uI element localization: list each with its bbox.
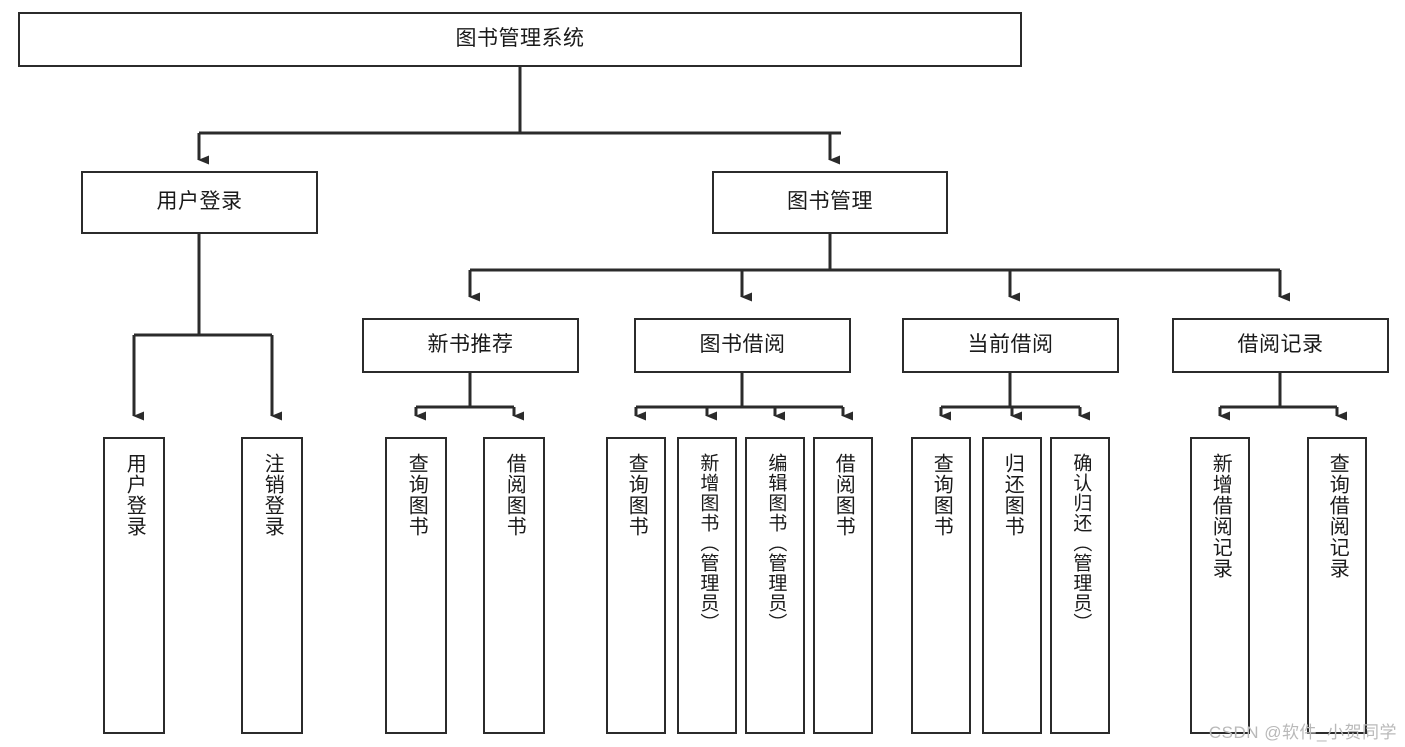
node-label: 借阅图书 xyxy=(832,453,855,537)
node-leaf-current-confirm-return[interactable]: 确认归还（管理员） xyxy=(1050,437,1110,734)
node-leaf-borrow-query-book[interactable]: 查询图书 xyxy=(606,437,666,734)
node-label: 查询图书 xyxy=(625,453,648,537)
node-leaf-current-query-book[interactable]: 查询图书 xyxy=(911,437,971,734)
node-label: 用户登录 xyxy=(156,190,243,214)
node-label: 查询图书 xyxy=(930,453,953,537)
node-label: 注销登录 xyxy=(261,453,284,537)
node-leaf-record-add[interactable]: 新增借阅记录 xyxy=(1190,437,1250,734)
watermark-text: CSDN @软件_小贺同学 xyxy=(1208,723,1397,742)
node-leaf-borrow-add-book[interactable]: 新增图书（管理员） xyxy=(677,437,737,734)
node-label: 新增图书（管理员） xyxy=(697,453,719,633)
node-label: 图书管理系统 xyxy=(455,27,585,51)
node-new-book-rec[interactable]: 新书推荐 xyxy=(362,318,579,373)
node-label: 新增借阅记录 xyxy=(1209,453,1232,579)
node-label: 查询图书 xyxy=(405,453,428,537)
node-leaf-borrow-take-book[interactable]: 借阅图书 xyxy=(813,437,873,734)
node-leaf-rec-query-book[interactable]: 查询图书 xyxy=(385,437,447,734)
node-root-system[interactable]: 图书管理系统 xyxy=(18,12,1022,67)
node-label: 编辑图书（管理员） xyxy=(765,453,787,633)
node-leaf-rec-borrow-book[interactable]: 借阅图书 xyxy=(483,437,545,734)
node-label: 归还图书 xyxy=(1001,453,1024,537)
node-leaf-borrow-edit-book[interactable]: 编辑图书（管理员） xyxy=(745,437,805,734)
node-current-borrow[interactable]: 当前借阅 xyxy=(902,318,1119,373)
node-label: 借阅图书 xyxy=(503,453,526,537)
node-label: 当前借阅 xyxy=(967,333,1054,357)
node-leaf-record-query[interactable]: 查询借阅记录 xyxy=(1307,437,1367,734)
node-label: 确认归还（管理员） xyxy=(1070,453,1092,633)
node-leaf-user-login[interactable]: 用户登录 xyxy=(103,437,165,734)
node-label: 图书管理 xyxy=(787,190,873,214)
node-user-login[interactable]: 用户登录 xyxy=(81,171,318,234)
node-book-manage[interactable]: 图书管理 xyxy=(712,171,948,234)
node-label: 图书借阅 xyxy=(699,333,786,357)
node-label: 用户登录 xyxy=(123,453,146,537)
node-borrow-record[interactable]: 借阅记录 xyxy=(1172,318,1389,373)
node-leaf-current-return-book[interactable]: 归还图书 xyxy=(982,437,1042,734)
node-label: 借阅记录 xyxy=(1237,333,1324,357)
node-label: 查询借阅记录 xyxy=(1326,453,1349,579)
node-leaf-user-logout[interactable]: 注销登录 xyxy=(241,437,303,734)
node-book-borrow[interactable]: 图书借阅 xyxy=(634,318,851,373)
node-label: 新书推荐 xyxy=(427,333,514,357)
